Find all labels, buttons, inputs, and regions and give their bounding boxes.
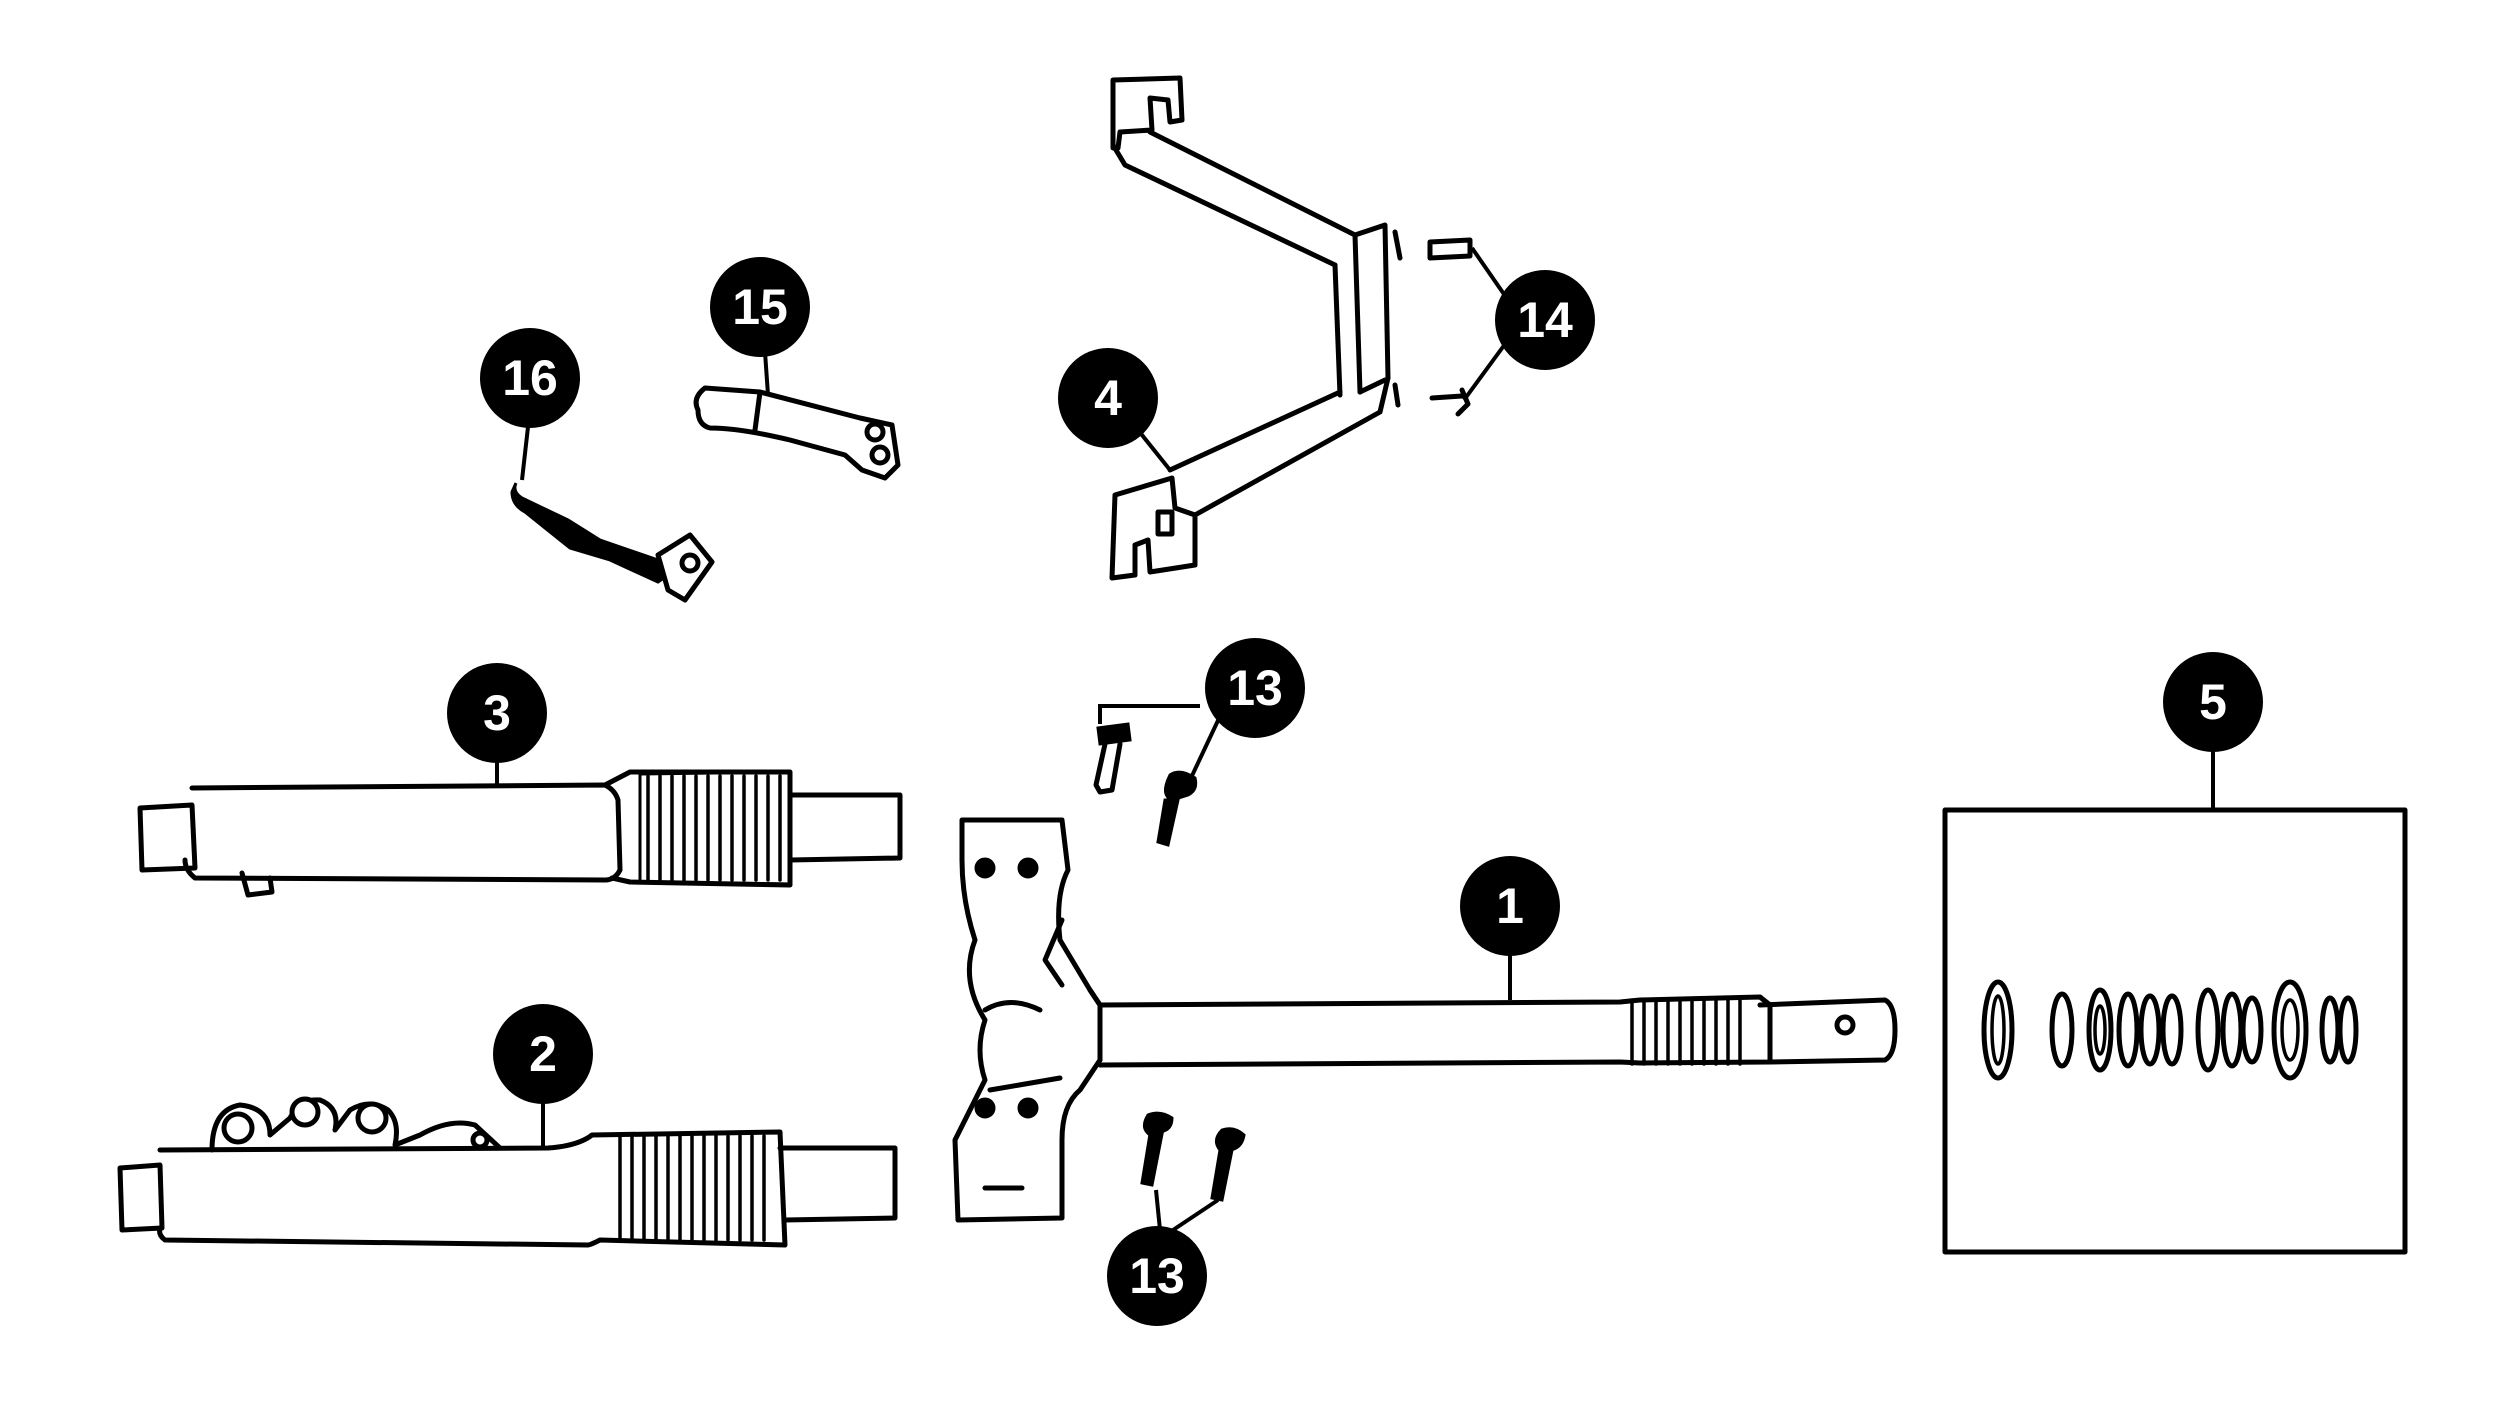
callout-2: 2 bbox=[493, 1004, 593, 1104]
callout-15: 15 bbox=[710, 257, 810, 357]
callout-14: 14 bbox=[1495, 270, 1595, 370]
part-3-bellows bbox=[638, 770, 792, 886]
part-1-stem-threads bbox=[1630, 998, 1742, 1066]
part-3-fork-tube bbox=[137, 769, 903, 898]
leader-lines bbox=[495, 246, 2215, 1234]
callout-4: 4 bbox=[1058, 348, 1158, 448]
part-16-strap bbox=[510, 482, 715, 603]
part-5-bearing-rings bbox=[1981, 979, 2359, 1081]
callout-5-label: 5 bbox=[2199, 674, 2227, 730]
part-1-steering-stem bbox=[952, 817, 1898, 1223]
callout-3-label: 3 bbox=[483, 685, 511, 741]
callout-3: 3 bbox=[447, 663, 547, 763]
callout-5: 5 bbox=[2163, 652, 2263, 752]
callout-13-lower-label: 13 bbox=[1129, 1248, 1185, 1304]
part-2-fork-tube bbox=[117, 1096, 898, 1248]
callout-13-lower: 13 bbox=[1107, 1226, 1207, 1326]
part-4-bracket bbox=[1109, 75, 1403, 581]
part-13-bolts-lower bbox=[1140, 1111, 1246, 1202]
callout-13-upper: 13 bbox=[1205, 638, 1305, 738]
part-13-bolts-upper bbox=[1093, 722, 1198, 847]
callout-16: 16 bbox=[480, 328, 580, 428]
callout-1: 1 bbox=[1460, 856, 1560, 956]
part-14-pins bbox=[1427, 237, 1473, 417]
callout-4-label: 4 bbox=[1094, 370, 1122, 426]
callout-2-label: 2 bbox=[529, 1026, 557, 1082]
callout-16-label: 16 bbox=[502, 350, 558, 406]
part-2-bellows bbox=[618, 1134, 766, 1242]
callout-13-upper-label: 13 bbox=[1227, 660, 1283, 716]
part-2-mounting-lugs bbox=[209, 1096, 503, 1153]
callout-15-label: 15 bbox=[732, 279, 788, 335]
part-15-clamp bbox=[693, 385, 901, 481]
callout-1-label: 1 bbox=[1496, 878, 1524, 934]
part-5-bearing-kit bbox=[1942, 807, 2408, 1255]
callout-14-label: 14 bbox=[1517, 292, 1573, 348]
